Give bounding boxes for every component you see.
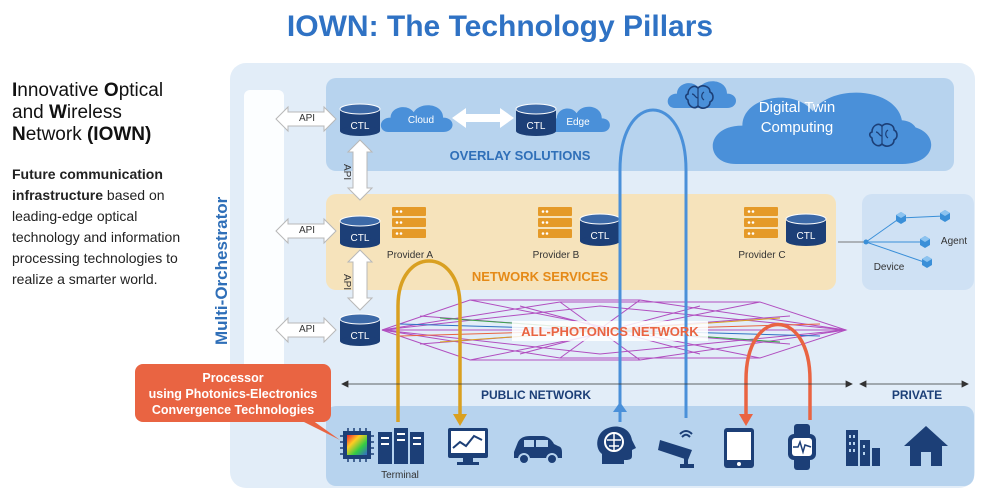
- terminal-label: Terminal: [381, 470, 419, 481]
- device-label: Device: [873, 262, 905, 273]
- terminal-panel: [326, 406, 974, 486]
- multi-orchestrator-label: Multi-Orchestrator: [212, 196, 231, 345]
- page-title: IOWN: The Technology Pillars: [286, 10, 714, 43]
- api-label-services: API: [298, 225, 316, 236]
- ai-head-icon: [597, 426, 636, 464]
- private-arrow: [859, 380, 969, 388]
- ctl-label-2: CTL: [526, 121, 546, 132]
- provider-a-label: Provider A: [386, 250, 434, 261]
- tablet-icon: [724, 428, 754, 468]
- api-label-v1: API: [341, 164, 352, 181]
- cloud-edge-arrow: [452, 108, 514, 128]
- ctl-label-1: CTL: [350, 121, 370, 132]
- public-network-label: PUBLIC NETWORK: [481, 388, 591, 402]
- ctl-label-3: CTL: [350, 233, 370, 244]
- house-icon: [904, 426, 948, 466]
- processor-pointer: [300, 420, 340, 440]
- ctl-label-6: CTL: [350, 331, 370, 342]
- public-network-arrow: [341, 380, 853, 388]
- processor-label: Processor using Photonics-Electronics Co…: [148, 371, 318, 417]
- ctl-label-5: CTL: [796, 231, 816, 242]
- security-camera-icon: [658, 430, 694, 468]
- iown-heading: Innovative Optical and Wireless Network …: [12, 80, 222, 146]
- gold-arc: [396, 259, 462, 422]
- api-label-apn: API: [298, 324, 316, 335]
- api-label-overlay: API: [298, 113, 316, 124]
- provider-b-label: Provider B: [532, 250, 580, 261]
- ctl-label-4: CTL: [590, 231, 610, 242]
- blue-arc: [618, 108, 688, 422]
- api-label-v2: API: [341, 274, 352, 291]
- apn-label: ALL-PHOTONICS NETWORK: [521, 324, 699, 339]
- edge-label: Edge: [566, 117, 590, 128]
- chip-icon: [340, 428, 374, 462]
- digital-twin-label: Digital Twin Computing: [758, 99, 836, 136]
- server-rack-icon: [378, 428, 424, 464]
- server-provider-a: [392, 207, 426, 238]
- processor-callout: [135, 364, 331, 422]
- cloud-label: Cloud: [407, 115, 435, 126]
- overlay-solutions-label: OVERLAY SOLUTIONS: [449, 148, 591, 163]
- smartwatch-icon: [788, 424, 816, 470]
- apn-label-bg: [512, 321, 708, 341]
- red-arc: [744, 322, 812, 422]
- iown-heading-line2: and Wireless: [12, 102, 122, 123]
- car-icon: [514, 436, 562, 465]
- server-provider-c: [744, 207, 778, 238]
- iown-heading-line3: Network (IOWN): [12, 124, 152, 145]
- server-provider-b: [538, 207, 572, 238]
- monitor-icon: [448, 428, 488, 465]
- private-label: PRIVATE: [891, 388, 943, 402]
- network-services-label: NETWORK SERVICES: [471, 269, 609, 284]
- buildings-icon: [846, 430, 880, 466]
- iown-description: Future communication infrastructure base…: [12, 166, 181, 287]
- orchestrator-bar: [244, 90, 284, 373]
- device-network: [838, 215, 945, 263]
- provider-c-label: Provider C: [738, 250, 786, 261]
- iown-heading-line1: Innovative Optical: [12, 80, 164, 101]
- agent-label: Agent: [940, 236, 968, 247]
